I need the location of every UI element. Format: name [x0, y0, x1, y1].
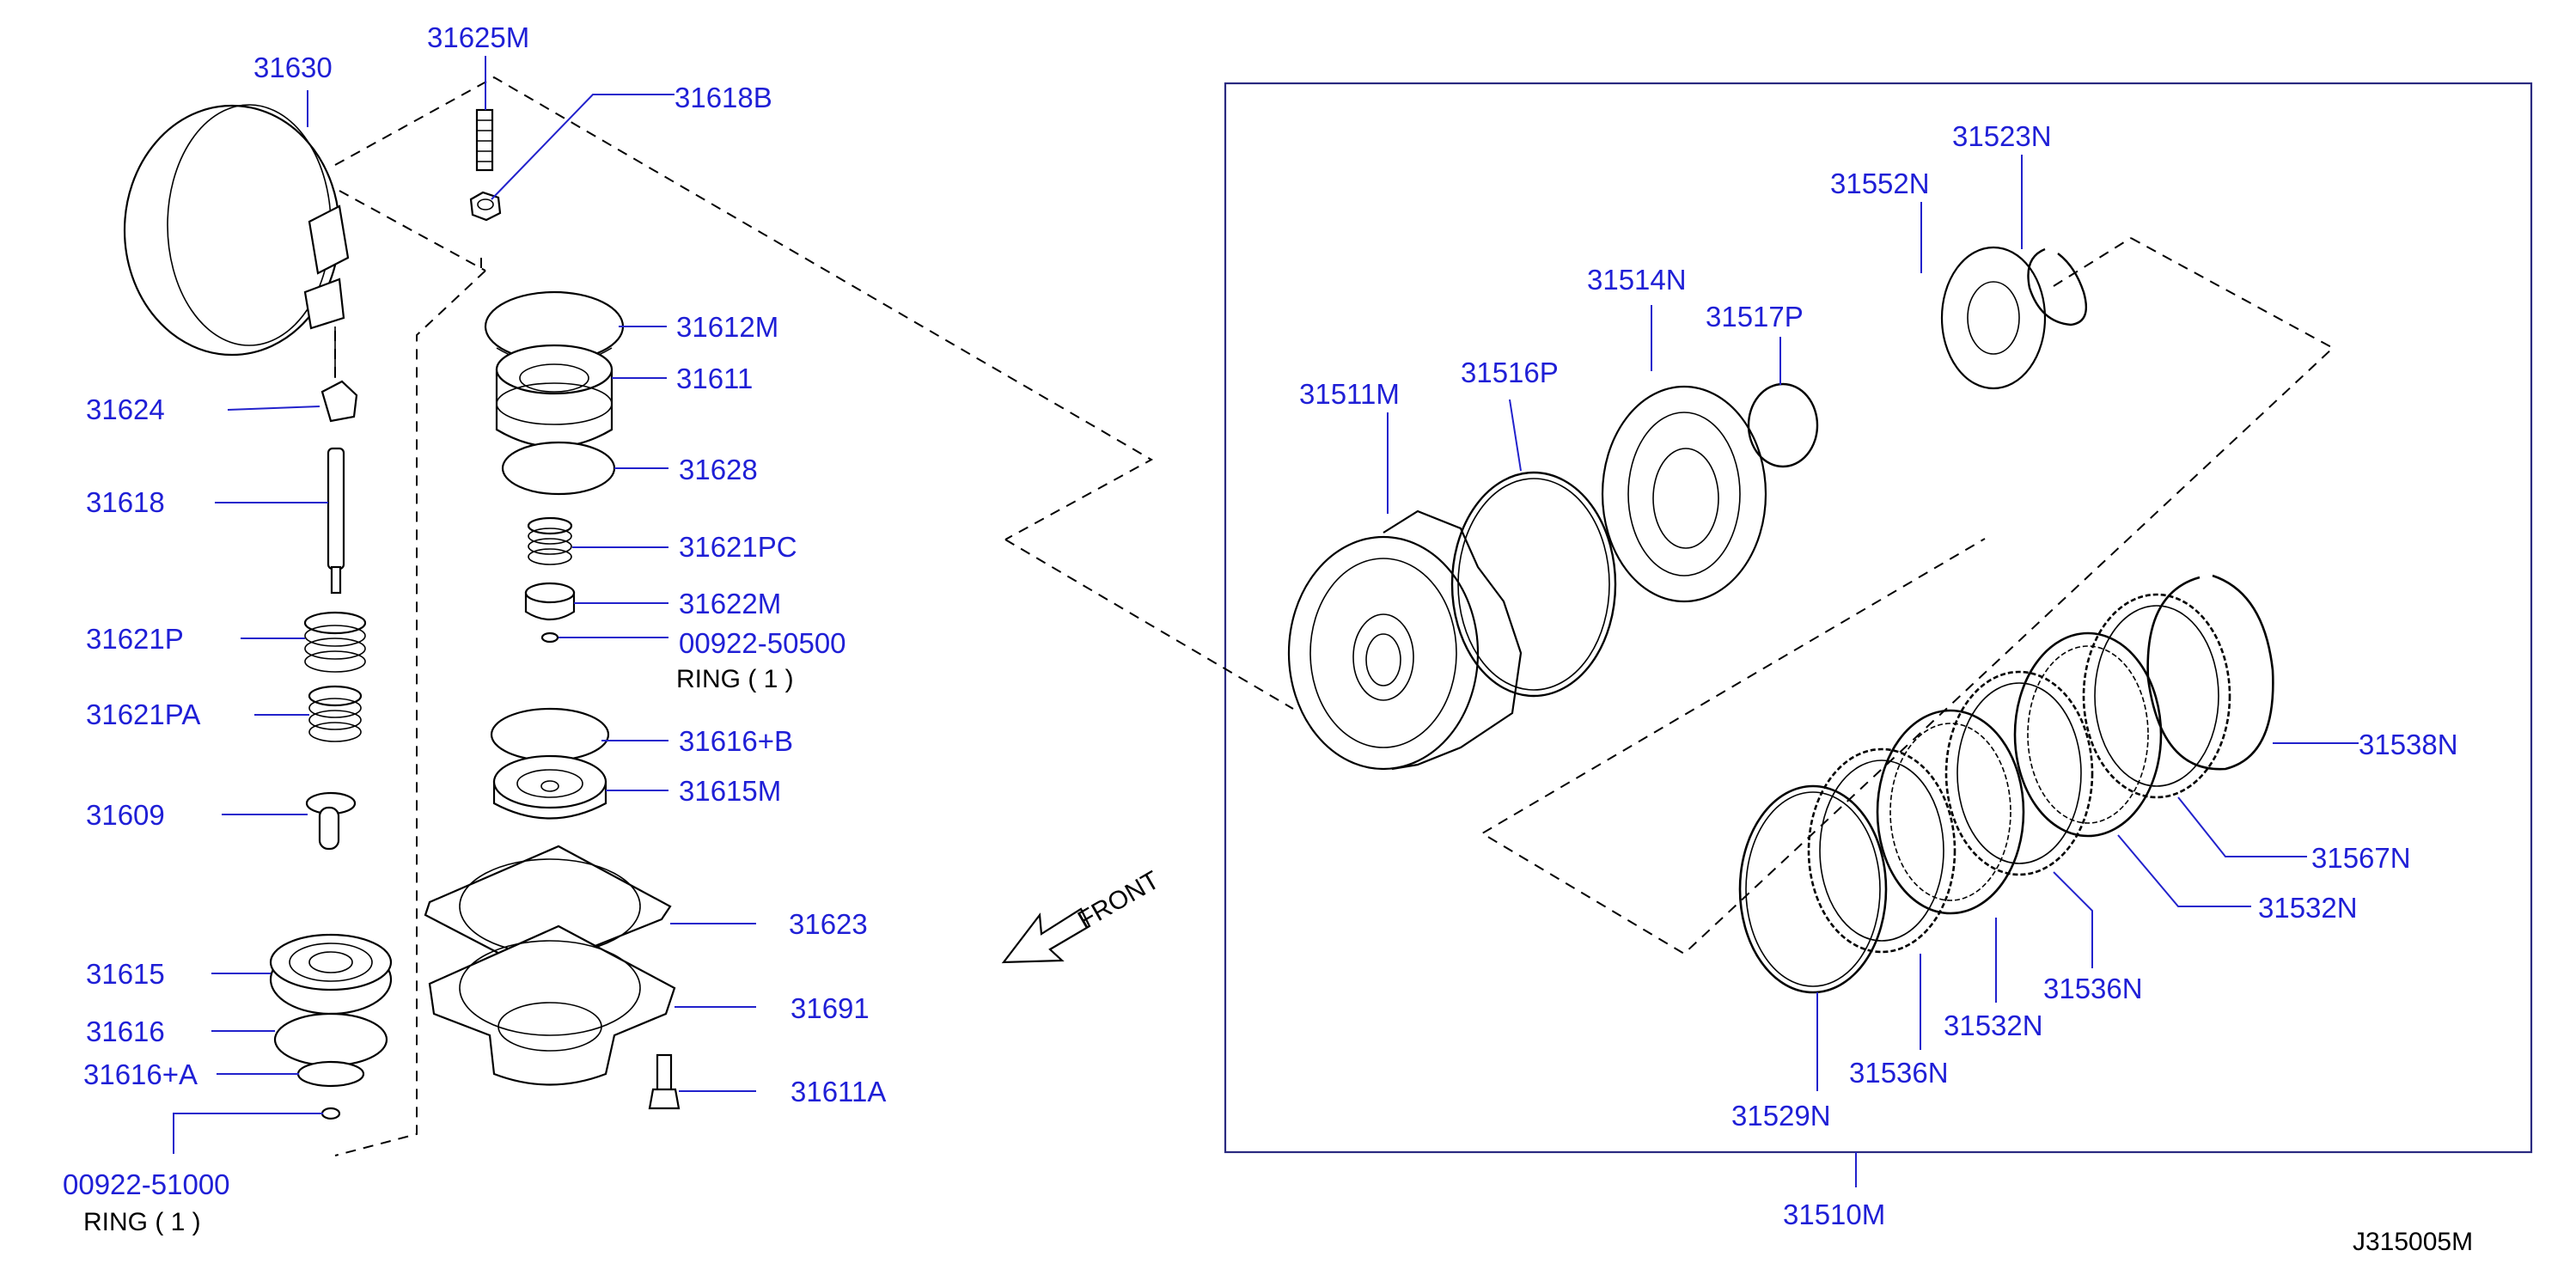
assembly-box-31510M [1224, 82, 2533, 1154]
label-31616A: 31616+A [83, 1058, 198, 1090]
label-31514N: 31514N [1587, 264, 1687, 296]
front-arrow-icon [1001, 907, 1091, 964]
label-31510M: 31510M [1783, 1199, 1885, 1230]
note-ring-2: RING ( 1 ) [83, 1208, 201, 1236]
label-31567N: 31567N [2311, 842, 2411, 874]
label-31618: 31618 [86, 486, 165, 518]
label-31532N-a: 31532N [2258, 892, 2358, 924]
snap-ring-31516P [1450, 471, 1617, 698]
plate-31532N-b [1876, 709, 2025, 915]
piston-31611 [495, 344, 613, 448]
part-labels: 31630 31625M 31618B 31612M 31611 31628 3… [63, 21, 2473, 1256]
stud-31625M [475, 108, 494, 172]
cover-31691 [428, 924, 676, 1086]
snap-ring-31523N [2027, 247, 2088, 326]
rod-31618 [327, 447, 345, 595]
label-31622M: 31622M [679, 588, 781, 619]
seal-31616 [273, 1012, 388, 1067]
clutch-plate-stack [1738, 574, 2274, 994]
piston-31615 [269, 933, 393, 1016]
label-31511M: 31511M [1299, 378, 1400, 410]
plate-31536N-b [1807, 747, 1956, 954]
label-31529N: 31529N [1731, 1100, 1831, 1132]
drum-31511M [1287, 509, 1523, 771]
label-31621PA: 31621PA [86, 699, 200, 730]
label-31552N: 31552N [1830, 168, 1930, 199]
plate-31536N-a [1944, 670, 2094, 876]
label-31536N-b: 31536N [1849, 1057, 1949, 1089]
front-label: FRONT [1073, 866, 1164, 935]
leader-lines [173, 56, 2359, 1154]
spring-31621PA [308, 685, 363, 742]
label-31532N-b: 31532N [1944, 1010, 2043, 1041]
spring-retainer-31552N [1940, 246, 2047, 390]
label-31623: 31623 [789, 908, 868, 940]
nut-31618B [469, 191, 502, 222]
label-31536N-a: 31536N [2043, 973, 2143, 1004]
cup-31622M [524, 582, 576, 621]
note-ring-1: RING ( 1 ) [676, 665, 794, 693]
bolt-31611A [648, 1053, 681, 1110]
seal-31517P [1747, 382, 1819, 468]
anchor-31624 [320, 380, 358, 423]
label-31615: 31615 [86, 958, 165, 990]
spring-31621PC [527, 516, 573, 565]
spring-31621P [303, 611, 367, 673]
seal-31616A [296, 1060, 365, 1088]
label-31612M: 31612M [676, 311, 778, 343]
label-31625M: 31625M [427, 21, 529, 53]
pin-31609 [305, 791, 357, 851]
label-31611A: 31611A [791, 1076, 886, 1107]
plate-31532N-a [2013, 631, 2163, 838]
label-31618B: 31618B [675, 82, 772, 113]
snap-ring-31538N [2146, 574, 2274, 771]
label-31624: 31624 [86, 393, 165, 425]
label-31523N: 31523N [1952, 120, 2052, 152]
label-31516P: 31516P [1461, 357, 1559, 388]
label-00922-50500: 00922-50500 [679, 627, 846, 659]
brake-band-31630 [123, 104, 350, 378]
diagram-code: J315005M [2353, 1228, 2473, 1256]
plate-31567N [2082, 593, 2231, 799]
ring-00922-50500 [540, 631, 559, 644]
piston-31514N [1601, 385, 1767, 603]
label-31611: 31611 [676, 363, 753, 394]
label-31691: 31691 [791, 992, 870, 1024]
label-31609: 31609 [86, 799, 165, 831]
ring-00922-51000 [320, 1107, 341, 1120]
plate-31529N [1738, 784, 1888, 994]
label-31615M: 31615M [679, 775, 781, 807]
seal-31616B [490, 707, 610, 762]
label-31621P: 31621P [86, 623, 184, 655]
label-31616: 31616 [86, 1016, 165, 1047]
label-31538N: 31538N [2359, 729, 2458, 760]
label-31616B: 31616+B [679, 725, 793, 757]
label-31517P: 31517P [1706, 301, 1804, 332]
seal-31628 [501, 441, 616, 496]
label-00922-51000: 00922-51000 [63, 1168, 230, 1200]
label-31621PC: 31621PC [679, 531, 797, 563]
dashed-outlines [334, 76, 2335, 1156]
label-31630: 31630 [253, 52, 333, 83]
label-31628: 31628 [679, 454, 758, 485]
piston-31615M [492, 754, 607, 820]
